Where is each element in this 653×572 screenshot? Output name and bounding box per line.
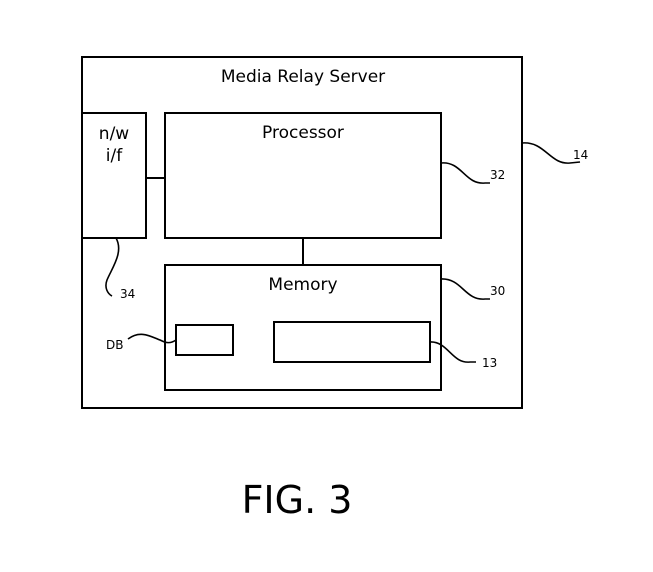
processor-ref-leader	[440, 162, 490, 184]
memory-ref-label: 30	[490, 284, 505, 298]
server-ref-leader	[521, 142, 581, 164]
network-interface-label-line1: n/w	[99, 124, 130, 144]
memory-module-box	[273, 321, 431, 363]
memory-module-ref-label: 13	[482, 356, 497, 370]
network-interface-box	[81, 112, 147, 239]
network-interface-label-line2: i/f	[106, 146, 123, 166]
database-label: DB	[106, 338, 123, 352]
database-ref-leader	[127, 333, 177, 344]
processor-box	[164, 112, 442, 239]
network-interface-ref-label: 34	[120, 287, 135, 301]
processor-ref-label: 32	[490, 168, 505, 182]
media-relay-server-label: Media Relay Server	[221, 67, 385, 87]
network-interface-ref-leader	[105, 237, 120, 297]
figure-caption: FIG. 3	[242, 478, 353, 522]
memory-module-ref-leader	[429, 341, 476, 363]
memory-label: Memory	[268, 275, 337, 295]
server-ref-label: 14	[573, 148, 588, 162]
database-box	[175, 324, 234, 356]
memory-ref-leader	[440, 278, 490, 300]
processor-label: Processor	[262, 123, 344, 143]
